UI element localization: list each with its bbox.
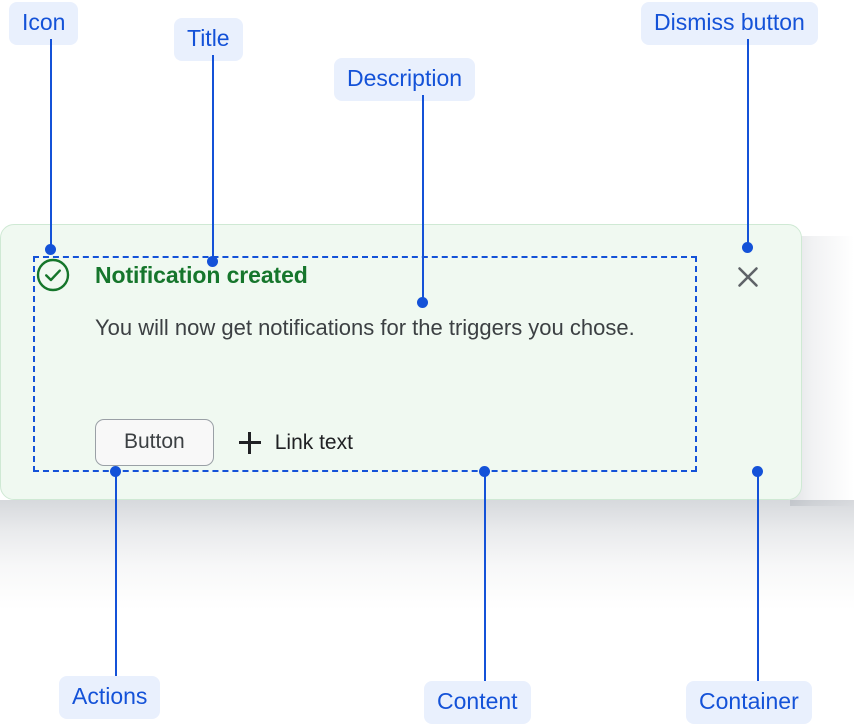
- annotation-label-title: Title: [174, 18, 243, 61]
- leader-line-dismiss: [747, 39, 749, 250]
- leader-line-icon: [50, 39, 52, 250]
- content-region-outline: [33, 256, 697, 472]
- leader-line-actions: [115, 472, 117, 676]
- action-link[interactable]: Link text: [238, 430, 353, 455]
- action-button[interactable]: Button: [95, 419, 214, 466]
- notification-actions: Button Link text: [95, 419, 353, 466]
- leader-dot-actions: [110, 466, 121, 477]
- leader-dot-description: [417, 297, 428, 308]
- annotation-label-dismiss: Dismiss button: [641, 2, 818, 45]
- leader-dot-content: [479, 466, 490, 477]
- annotation-label-content: Content: [424, 681, 531, 724]
- close-icon[interactable]: [733, 262, 763, 292]
- notification-description: You will now get notifications for the t…: [95, 315, 635, 340]
- leader-dot-icon: [45, 244, 56, 255]
- action-link-label: Link text: [274, 430, 353, 454]
- leader-line-description: [422, 95, 424, 302]
- leader-line-container: [757, 472, 759, 681]
- leader-dot-title: [207, 256, 218, 267]
- leader-dot-dismiss: [742, 242, 753, 253]
- leader-line-title: [212, 55, 214, 261]
- leader-line-content: [484, 472, 486, 681]
- annotation-label-icon: Icon: [9, 2, 79, 45]
- annotation-label-description: Description: [334, 58, 476, 101]
- annotation-label-container: Container: [686, 681, 812, 724]
- card-drop-shadow: [0, 500, 854, 610]
- notification-title: Notification created: [95, 262, 308, 288]
- plus-icon: [238, 431, 261, 454]
- leader-dot-container: [752, 466, 763, 477]
- annotation-label-actions: Actions: [59, 676, 161, 719]
- check-circle-icon: [36, 258, 70, 292]
